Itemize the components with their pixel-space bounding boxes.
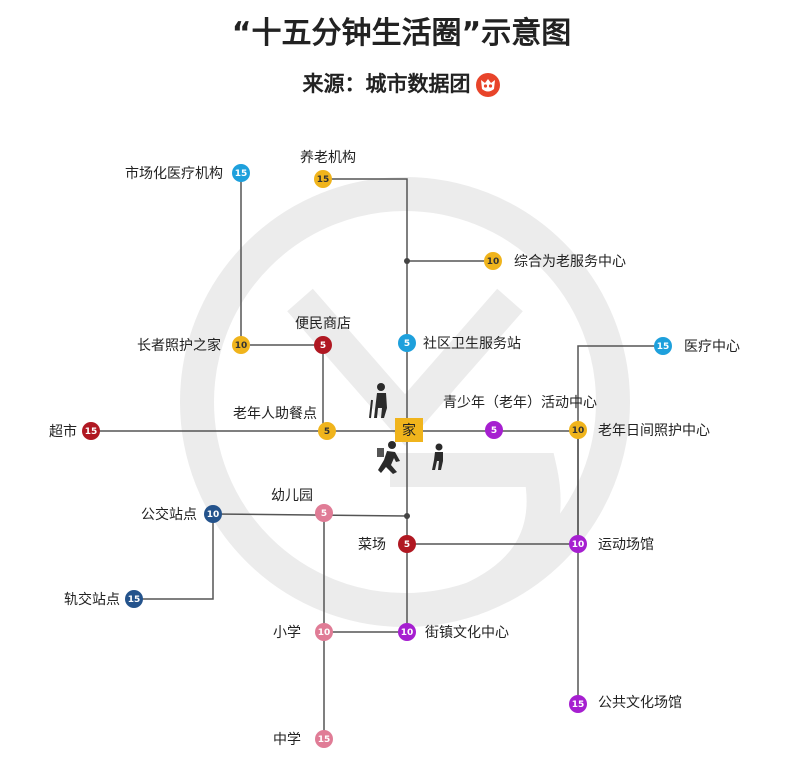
minutes-marker: [318, 422, 336, 440]
junction-dot: [404, 513, 410, 519]
facility-label: 便民商店: [295, 316, 351, 332]
minutes-value: 15: [318, 735, 331, 745]
student-icon: [432, 443, 443, 470]
minutes-value: 5: [321, 509, 327, 519]
minutes-marker: [398, 535, 416, 553]
minutes-value: 15: [317, 175, 330, 185]
page-title: “十五分钟生活圈”示意图: [231, 16, 572, 51]
minutes-marker: [569, 695, 587, 713]
minutes-value: 15: [85, 427, 98, 437]
minutes-value: 10: [572, 540, 585, 550]
node-community-health: 5 社区卫生服务站: [398, 334, 521, 352]
minutes-value: 10: [401, 628, 414, 638]
home-label: 家: [402, 422, 416, 439]
home-box: [395, 418, 423, 442]
minutes-marker: [569, 535, 587, 553]
junction-dot: [404, 258, 410, 264]
node-elder-canteen: 5 老年人助餐点: [233, 406, 336, 440]
facility-label: 超市: [49, 423, 77, 440]
minutes-value: 5: [324, 427, 330, 437]
minutes-marker: [569, 421, 587, 439]
minutes-marker: [484, 252, 502, 270]
facility-label: 青少年（老年）活动中心: [443, 395, 597, 411]
minutes-marker: [314, 336, 332, 354]
minutes-value: 5: [404, 540, 410, 550]
node-medical-center: 15 医疗中心: [654, 337, 740, 355]
facility-label: 公交站点: [141, 506, 197, 523]
facility-label: 小学: [273, 625, 301, 641]
node-rail-station: 15 轨交站点: [64, 590, 143, 608]
facility-label: 幼儿园: [271, 488, 313, 504]
minutes-marker: [82, 422, 100, 440]
minutes-value: 5: [404, 339, 410, 349]
node-street-culture: 10 街镇文化中心: [398, 623, 509, 641]
facility-label: 中学: [273, 732, 301, 748]
node-elder-day-care: 10 老年日间照护中心: [569, 421, 710, 439]
running-child-icon: [377, 441, 400, 474]
facility-label: 菜场: [358, 537, 386, 553]
minutes-value: 10: [235, 341, 248, 351]
minutes-marker: [204, 505, 222, 523]
minutes-value: 10: [318, 628, 331, 638]
minutes-value: 5: [320, 341, 326, 351]
facility-label: 轨交站点: [64, 591, 120, 608]
node-vegetable-market: 5 菜场: [358, 535, 416, 553]
node-sports-venue: 10 运动场馆: [569, 535, 654, 553]
node-market-medical: 15 市场化医疗机构: [125, 164, 250, 182]
facility-label: 市场化医疗机构: [125, 165, 223, 182]
facility-label: 综合为老服务中心: [514, 254, 626, 270]
minutes-marker: [232, 164, 250, 182]
minutes-marker: [315, 504, 333, 522]
minutes-marker: [232, 336, 250, 354]
facility-label: 老年人助餐点: [233, 406, 317, 422]
source-text: 来源：城市数据团: [302, 72, 471, 96]
minutes-marker: [315, 623, 333, 641]
facility-label: 老年日间照护中心: [598, 423, 710, 439]
node-convenience-store: 5 便民商店: [295, 316, 351, 354]
minutes-marker: [485, 421, 503, 439]
node-public-culture: 15 公共文化场馆: [569, 695, 682, 713]
minutes-value: 10: [487, 257, 500, 267]
node-youth-activity: 5 青少年（老年）活动中心: [443, 395, 597, 439]
minutes-value: 10: [207, 510, 220, 520]
node-bus-stop: 10 公交站点: [141, 505, 222, 523]
source-credit: 来源：城市数据团: [0, 68, 803, 98]
minutes-value: 10: [572, 426, 585, 436]
minutes-marker: [125, 590, 143, 608]
minutes-value: 15: [657, 342, 670, 352]
minutes-value: 15: [128, 595, 141, 605]
facility-label: 社区卫生服务站: [423, 336, 521, 352]
node-kindergarten: 5 幼儿园: [271, 488, 333, 522]
elderly-person-icon: [369, 383, 387, 419]
facility-label: 运动场馆: [598, 537, 654, 553]
minutes-value: 5: [491, 426, 497, 436]
node-elderly-service-center: 10 综合为老服务中心: [484, 252, 626, 270]
facility-label: 养老机构: [300, 150, 356, 166]
node-middle-school: 15 中学: [273, 730, 333, 748]
minutes-marker: [398, 623, 416, 641]
facility-label: 医疗中心: [684, 339, 740, 355]
minutes-value: 15: [235, 169, 248, 179]
node-supermarket: 15 超市: [49, 422, 100, 440]
minutes-marker: [314, 170, 332, 188]
node-primary-school: 10 小学: [273, 623, 333, 641]
facility-label: 街镇文化中心: [425, 625, 509, 641]
minutes-marker: [315, 730, 333, 748]
facility-label: 长者照护之家: [137, 337, 221, 354]
minutes-marker: [654, 337, 672, 355]
home-node: 家: [395, 418, 423, 442]
brand-logo-icon: [475, 73, 500, 97]
facility-label: 公共文化场馆: [598, 695, 682, 711]
minutes-marker: [398, 334, 416, 352]
facility-nodes: 15 养老机构 15 市场化医疗机构 10 综合为老服务中心 5 便民商店 10 长者照护之家 5 社…: [49, 150, 740, 748]
minutes-value: 15: [572, 700, 585, 710]
node-elderly-care-institution: 15 养老机构: [300, 150, 356, 188]
node-elder-care-home: 10 长者照护之家: [137, 336, 250, 354]
